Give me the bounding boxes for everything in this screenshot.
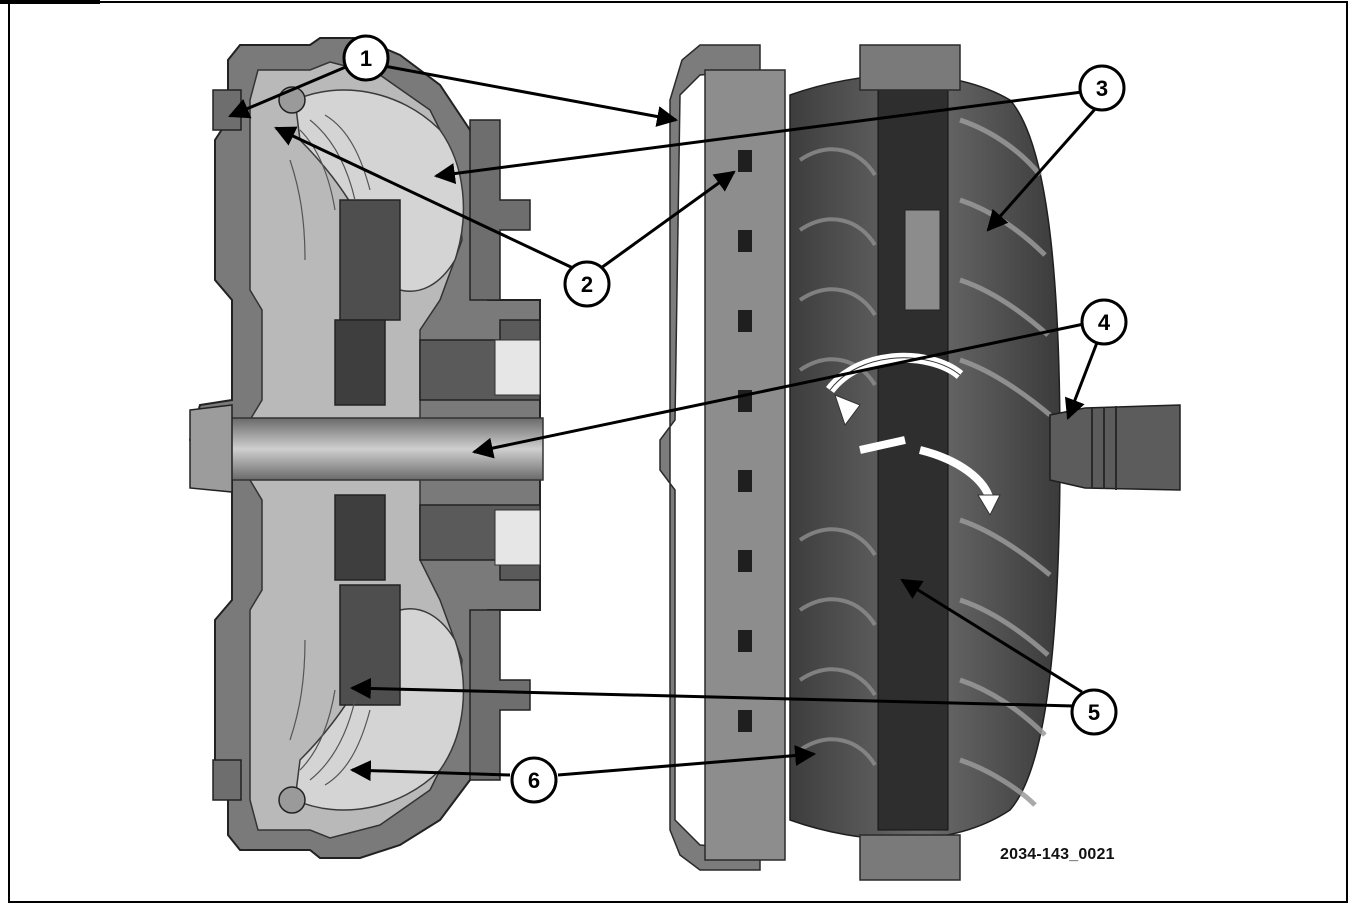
cutaway-stator-strip [877, 89, 949, 831]
cutaway-stator-key [904, 209, 941, 311]
blade-lines-upper [289, 114, 371, 261]
stator-upper [339, 199, 401, 321]
lug-upper [212, 89, 242, 131]
flow-arrow-3-head [977, 494, 1001, 517]
callout-5-label: 5 [1088, 700, 1100, 725]
callout-1: 1 [342, 34, 390, 82]
hub-bearing-lower [494, 509, 541, 566]
cutaway-hub-rings [1091, 406, 1117, 490]
hub-bearing-upper [494, 339, 541, 396]
cutaway-shell-bottom [859, 834, 961, 881]
bolt-lower [278, 786, 306, 814]
figure-id-label: 2034-143_0021 [1000, 846, 1115, 863]
flange-upper [469, 119, 531, 301]
callout-6-label: 6 [528, 768, 540, 793]
flange-lower [469, 609, 531, 781]
flow-arrow-2 [859, 436, 906, 454]
callout-leaders [228, 64, 1100, 782]
callout-2-label: 2 [581, 272, 593, 297]
callout-3-label: 3 [1096, 76, 1108, 101]
callout-2: 2 [563, 260, 611, 308]
flow-arrow-1-outline [829, 357, 961, 391]
flow-arrow-3 [919, 446, 994, 502]
figure-border-top-tab [0, 0, 100, 4]
blade-lines-lower [289, 639, 371, 786]
lug-lower [212, 759, 242, 801]
one-way-clutch-upper [334, 319, 386, 406]
callout-4: 4 [1080, 298, 1128, 346]
cutaway-view [659, 44, 1181, 881]
cross-section-view [188, 37, 544, 859]
cutaway-blades-left [798, 147, 877, 767]
callout-5: 5 [1070, 688, 1118, 736]
pilot-hub [189, 404, 233, 493]
cutaway-cover [659, 44, 761, 871]
callout-1-label: 1 [360, 46, 372, 71]
callout-3: 3 [1078, 64, 1126, 112]
callout-6: 6 [510, 756, 558, 804]
cutaway-cover-plate [704, 69, 786, 861]
one-way-clutch-lower [334, 494, 386, 581]
callout-4-label: 4 [1098, 310, 1111, 335]
cutaway-shell-top [859, 44, 961, 91]
figure-border [8, 1, 1348, 903]
flow-arrow-1-head [834, 394, 861, 427]
